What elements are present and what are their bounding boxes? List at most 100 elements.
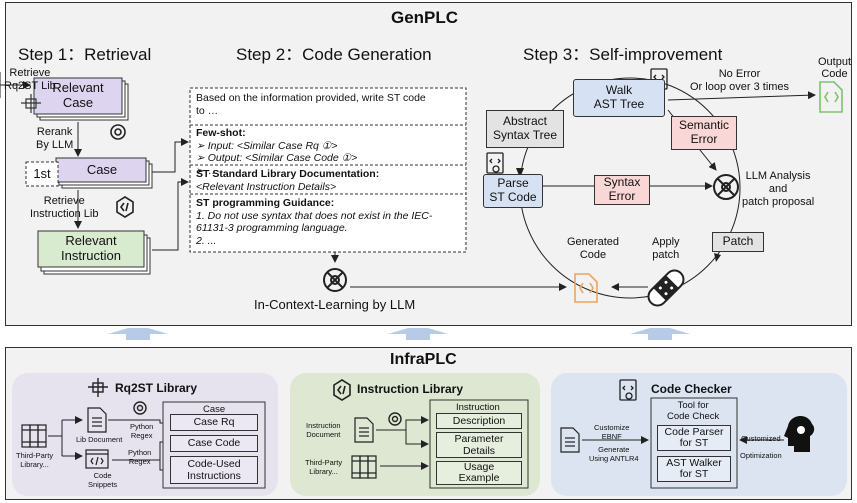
ebnf-line1: Customize [594, 423, 630, 432]
guidance-title: ST programming Guidance: [196, 197, 335, 209]
walk-ast-line1: Walk [605, 83, 633, 98]
generate-antlr-label: Generate Using ANTLR4 [589, 445, 639, 463]
case-box: Case [86, 161, 118, 177]
aw-line2: for ST [679, 468, 709, 480]
guidance-1a: 1. Do not use syntax that does not exist… [196, 209, 433, 222]
lib-document-icon [87, 407, 107, 433]
rq2st-tp-line1: Third-Party [16, 451, 54, 460]
description-box: Description [436, 413, 522, 429]
apply-line1: Apply [652, 236, 680, 248]
snip-line1: Code [93, 471, 112, 480]
infraplc-title: InfraPLC [390, 351, 457, 368]
step3-title: Step 3：Self-improvement [523, 45, 723, 64]
python-regex-label-1: Python Regex [130, 422, 153, 440]
ebnf-document-icon [560, 427, 580, 453]
code-parser-box: Code Parser for ST [657, 425, 731, 451]
customized-optimization-label: Customized Optimization [740, 430, 782, 464]
gen-line1: Generated [567, 236, 619, 248]
third-party-books-icon [21, 424, 47, 448]
rq2st-library-icon [88, 378, 108, 397]
parse-line2: ST Code [489, 190, 537, 204]
llm-analysis-line2: and [768, 183, 788, 195]
instruction-library-icon [333, 379, 351, 401]
snip-line2: Snippets [88, 480, 118, 489]
instruction-third-party-books-icon [351, 455, 377, 479]
generated-code-label: Generated Code [567, 236, 619, 262]
rerank-line2: By LLM [36, 139, 74, 151]
itp-line2: Library... [309, 467, 338, 476]
fewshot-title: Few-shot: [196, 127, 246, 139]
co-line2: Optimization [740, 451, 782, 460]
tool-line2: Code Check [667, 410, 720, 422]
step2-title: Step 2：Code Generation [236, 45, 432, 64]
case-header: Case [203, 404, 226, 415]
ast-walker-box: AST Walker for ST [657, 456, 731, 482]
first-rank-box: 1st [33, 165, 51, 181]
icl-llm-icon [323, 268, 347, 292]
ebnf-line2: EBNF [601, 432, 622, 441]
guidance-2: 2. ... [196, 234, 217, 247]
cp-line2: for ST [679, 437, 709, 449]
llm-analysis-line1: LLM Analysis [745, 170, 811, 182]
instruction-document-label: Instruction Document [306, 421, 341, 439]
prompt-intro-line1: Based on the information provided, write… [196, 92, 426, 104]
up-arrow-right [630, 328, 690, 340]
relevant-instr-line1: Relevant [65, 233, 117, 249]
no-error-label: No Error Or loop over 3 times [690, 68, 789, 94]
pd-line1: Parameter [454, 433, 504, 445]
up-arrow-left [108, 328, 168, 340]
itp-line1: Third-Party [305, 458, 343, 467]
guidance-1b: 61131-3 programming language. [196, 222, 348, 234]
sem-line1: Semantic [678, 118, 730, 133]
retrieve-rq2st-line2: Rq2ST Lib [4, 80, 56, 92]
up-arrow-center [388, 328, 448, 340]
aw-line1: AST Walker [666, 457, 722, 469]
rq2st-title: Rq2ST Library [115, 381, 198, 395]
tool-line1: Tool for [677, 400, 709, 411]
parse-st-box: Parse ST Code [483, 174, 543, 208]
instruction-llm-icon [388, 412, 402, 426]
genplc-title: GenPLC [391, 8, 459, 27]
ast-line1: Abstract [502, 114, 547, 129]
co-line1: Customized [741, 434, 781, 443]
syn-line2: Error [608, 189, 636, 203]
instruction-third-party-label: Third-Party Library... [305, 458, 342, 476]
output-line1: Output [818, 56, 852, 68]
output-code-icon [819, 81, 843, 113]
stdlib-section: ST Standard Library Documentation: <Rele… [196, 168, 379, 193]
stdlib-title: ST Standard Library Documentation: [196, 168, 380, 180]
abstract-syntax-tree-box: Abstract Syntax Tree [486, 110, 564, 148]
retrieve-instr-line2: Instruction Lib [30, 208, 99, 220]
parameter-details-box: Parameter Details [436, 432, 522, 458]
rerank-line1: Rerank [36, 126, 73, 138]
guidance-section: ST programming Guidance: 1. Do not use s… [196, 197, 432, 247]
pr2-line2: Regex [128, 457, 151, 466]
code-snippets-icon [85, 449, 109, 469]
output-line2: Code [821, 68, 848, 80]
relevant-instr-line2: Instruction [61, 248, 121, 263]
instruction-header: Instruction [456, 402, 500, 413]
retrieve-rq2st-line1: Retrieve [9, 67, 51, 79]
code-snippets-label: Code Snippets [88, 471, 117, 489]
code-used-instructions-box: Code-Used Instructions [170, 456, 258, 484]
apply-patch-label: Apply patch [652, 236, 680, 262]
usage-example-box: Usage Example [436, 461, 522, 485]
fewshot-more: ➢ … [196, 164, 219, 177]
prompt-intro: Based on the information provided, write… [196, 92, 426, 118]
relevant-instruction-box: Relevant Instruction [38, 231, 144, 267]
rq2st-third-party-label: Third-Party Library... [16, 451, 53, 469]
relevant-case-box: Relevant Case [34, 78, 122, 114]
syn-line1: Syntax [603, 175, 641, 190]
idoc-line1: Instruction [306, 421, 341, 430]
rq2st-tp-line2: Library... [20, 460, 49, 469]
retrieve-rq2st-label: Retrieve Rq2ST Lib [4, 67, 56, 93]
instruction-document-icon [354, 417, 374, 443]
cui-line2: Instructions [187, 470, 241, 482]
stdlib-detail: <Relevant Instruction Details> [196, 180, 337, 193]
fewshot-section: Few-shot: ➢ Input: <Similar Case Rq ①> ➢… [196, 127, 357, 177]
no-error-line1: No Error [718, 68, 761, 80]
bandage-icon [647, 269, 685, 307]
output-code-label: Output Code [818, 56, 851, 80]
fewshot-output-text: Output: <Similar Case Code ①> [207, 152, 358, 164]
analysis-llm-icon [713, 174, 739, 200]
